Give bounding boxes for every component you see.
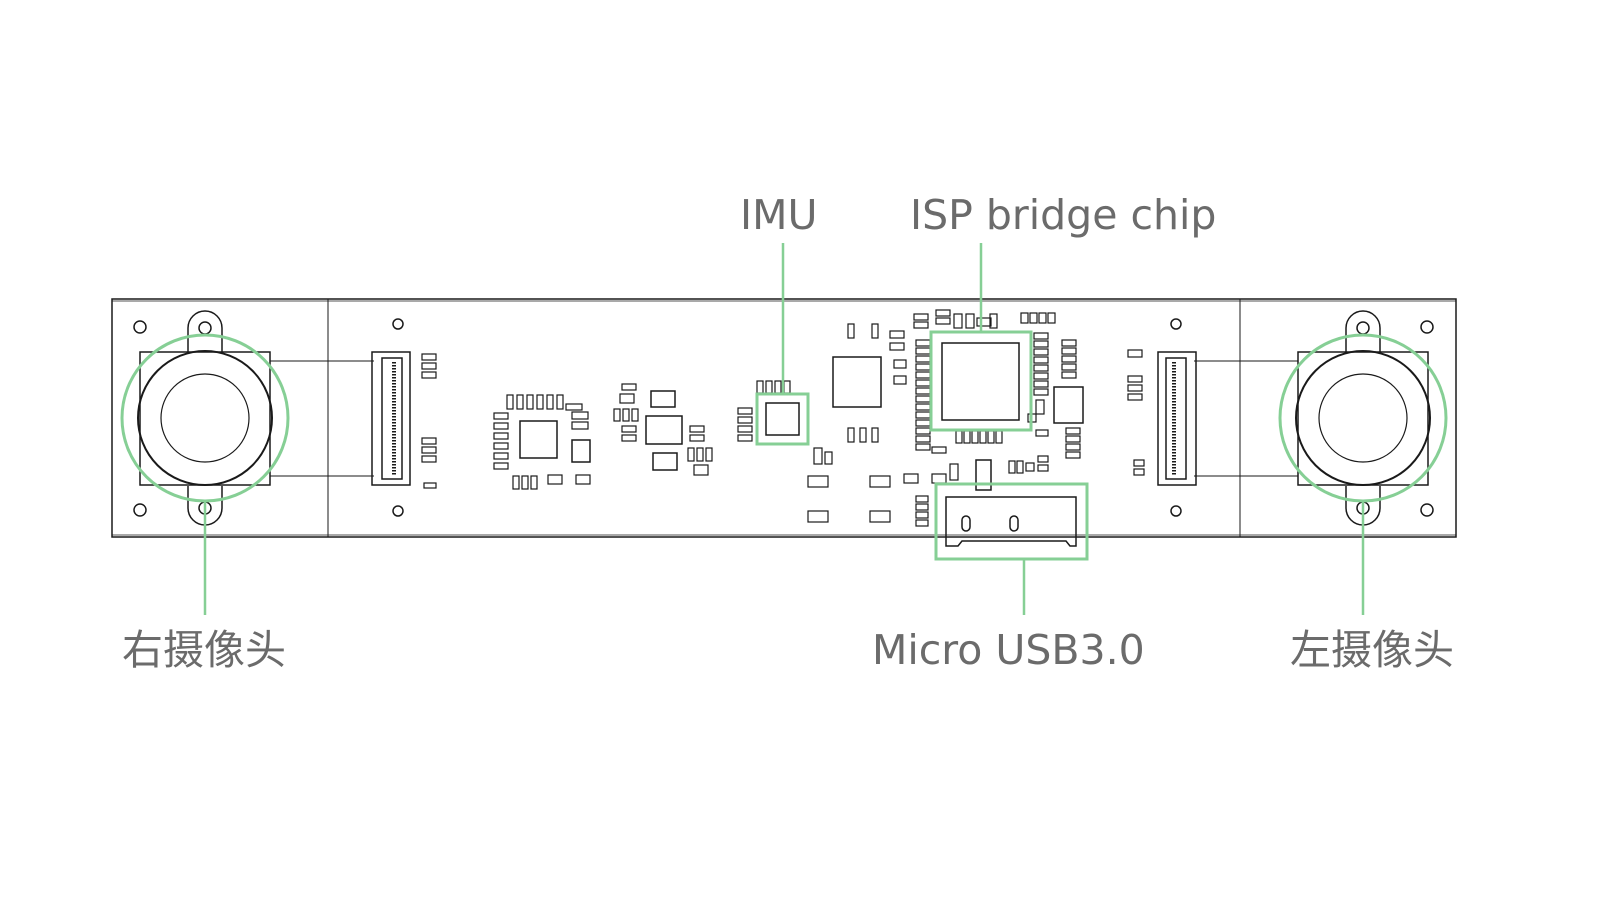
right-camera-lens <box>137 310 273 526</box>
right-camera-label: 右摄像头 <box>122 626 286 674</box>
left-camera-label: 左摄像头 <box>1290 626 1454 674</box>
fpc-connectors <box>371 351 1197 486</box>
left-camera-highlight <box>1278 333 1448 503</box>
imu-label: IMU <box>740 191 818 239</box>
left-camera-lens <box>1295 310 1431 526</box>
right-camera-highlight <box>120 333 290 503</box>
mounting-holes <box>133 318 1434 517</box>
micro-usb-label: Micro USB3.0 <box>872 626 1145 674</box>
micro-usb-connector <box>945 496 1077 547</box>
isp-bridge-chip-label: ISP bridge chip <box>910 191 1217 239</box>
leader-lines <box>203 243 1365 615</box>
imu-highlight <box>755 392 810 446</box>
isp-highlight <box>929 330 1033 432</box>
highlight-markers <box>120 330 1448 561</box>
micro-usb-highlight <box>934 482 1089 561</box>
